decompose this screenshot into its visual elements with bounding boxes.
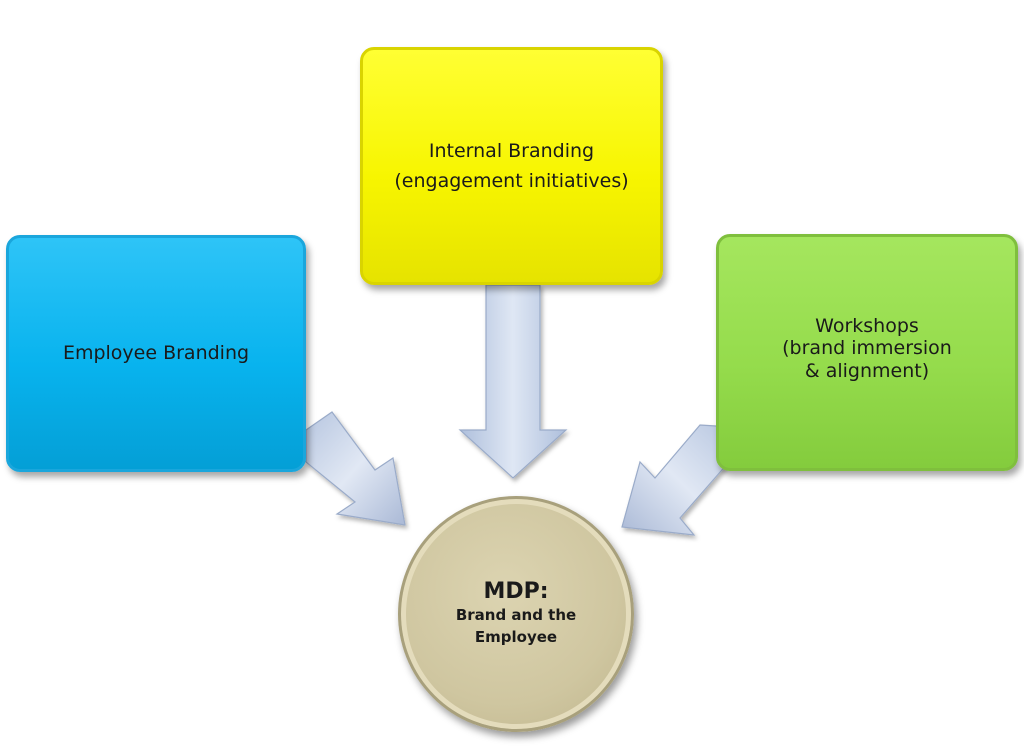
mdp-title: MDP: xyxy=(483,579,549,605)
arrow-employee-to-center xyxy=(305,411,406,526)
mdp-center-circle: MDP: Brand and the Employee xyxy=(398,496,634,732)
arrow-workshops-to-center xyxy=(621,424,736,536)
workshops-label: Workshops xyxy=(815,314,919,337)
mdp-subtitle-line1: Brand and the xyxy=(455,606,577,625)
workshops-box: Workshops (brand immersion & alignment) xyxy=(716,234,1018,471)
internal-branding-label: Internal Branding xyxy=(428,139,595,162)
workshops-sublabel-line1: (brand immersion xyxy=(782,337,952,360)
employee-branding-label: Employee Branding xyxy=(62,342,250,365)
workshops-sublabel-line2: & alignment) xyxy=(804,359,930,382)
internal-branding-box: Internal Branding (engagement initiative… xyxy=(360,47,663,285)
mdp-subtitle-line2: Employee xyxy=(474,628,558,647)
arrow-internal-to-center xyxy=(458,284,568,479)
internal-branding-sublabel: (engagement initiatives) xyxy=(394,170,629,192)
employee-branding-box: Employee Branding xyxy=(6,235,306,472)
